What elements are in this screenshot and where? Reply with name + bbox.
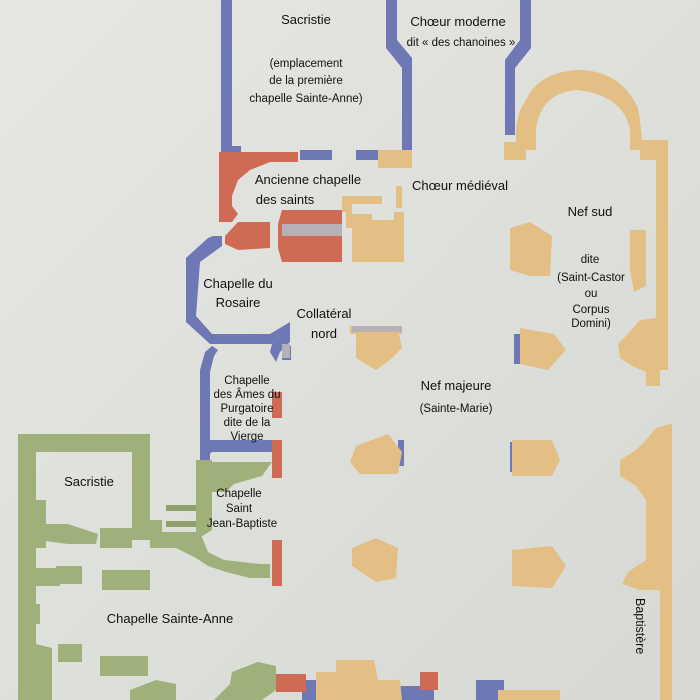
green-passages xyxy=(166,505,196,527)
nave-pillars xyxy=(316,222,566,700)
label-ames-2: des Âmes du xyxy=(213,389,281,401)
sainte-anne-walls xyxy=(18,434,276,700)
label-ames-1: Chapelle xyxy=(224,375,270,387)
choeur-medieval-walls xyxy=(342,150,412,262)
choeur-moderne-walls xyxy=(356,0,531,160)
sacristie-north-walls xyxy=(221,0,332,160)
label-ancienne-chapelle-1: Ancienne chapelle xyxy=(254,172,362,187)
label-ancienne-chapelle-2: des saints xyxy=(255,192,315,207)
label-nef-sud-castor-2: ou xyxy=(584,288,598,300)
ancienne-chapelle-walls xyxy=(219,152,438,692)
label-chapelle-rosaire-1: Chapelle du xyxy=(203,276,273,291)
ames-walls xyxy=(200,440,280,462)
label-ames-5: Vierge xyxy=(230,431,264,443)
label-jean-baptiste-3: Jean-Baptiste xyxy=(206,518,278,530)
grey-details xyxy=(282,224,402,358)
label-ames-4: dite de la xyxy=(223,417,271,429)
label-nef-sud-castor-1: (Saint-Castor xyxy=(557,272,625,284)
label-sacristie-note-3: chapelle Sainte-Anne) xyxy=(249,93,363,105)
label-ames-3: Purgatoire xyxy=(220,403,274,415)
label-nef-majeure-1: Nef majeure xyxy=(420,378,492,393)
label-choeur-moderne: Chœur moderne xyxy=(410,14,506,29)
nef-sud-walls xyxy=(498,140,672,700)
label-choeur-moderne-dit: dit « des chanoines » xyxy=(406,37,516,49)
label-nef-sud-dite: dite xyxy=(580,254,600,266)
label-nef-sud-castor-3: Corpus xyxy=(572,304,610,316)
label-chapelle-rosaire-2: Rosaire xyxy=(215,295,261,310)
label-nef-majeure-2: (Sainte-Marie) xyxy=(419,403,493,415)
label-nef-sud: Nef sud xyxy=(567,204,613,219)
label-jean-baptiste-1: Chapelle xyxy=(216,488,262,500)
label-sacristie-note-1: (emplacement xyxy=(269,58,343,70)
choeur-apse xyxy=(504,70,664,160)
label-sainte-anne: Chapelle Sainte-Anne xyxy=(106,611,234,626)
label-collateral-1: Collatéral xyxy=(296,306,352,321)
label-baptistere: Baptistère xyxy=(633,598,647,655)
label-sacristie-west: Sacristie xyxy=(64,474,114,489)
label-nef-sud-castor-4: Domini) xyxy=(571,318,611,330)
label-choeur-medieval: Chœur médiéval xyxy=(411,178,509,193)
label-jean-baptiste-2: Saint xyxy=(225,503,253,515)
label-sacristie-note-2: de la première xyxy=(269,75,343,87)
label-collateral-2: nord xyxy=(310,326,338,341)
label-sacristie-north: Sacristie xyxy=(281,12,331,27)
